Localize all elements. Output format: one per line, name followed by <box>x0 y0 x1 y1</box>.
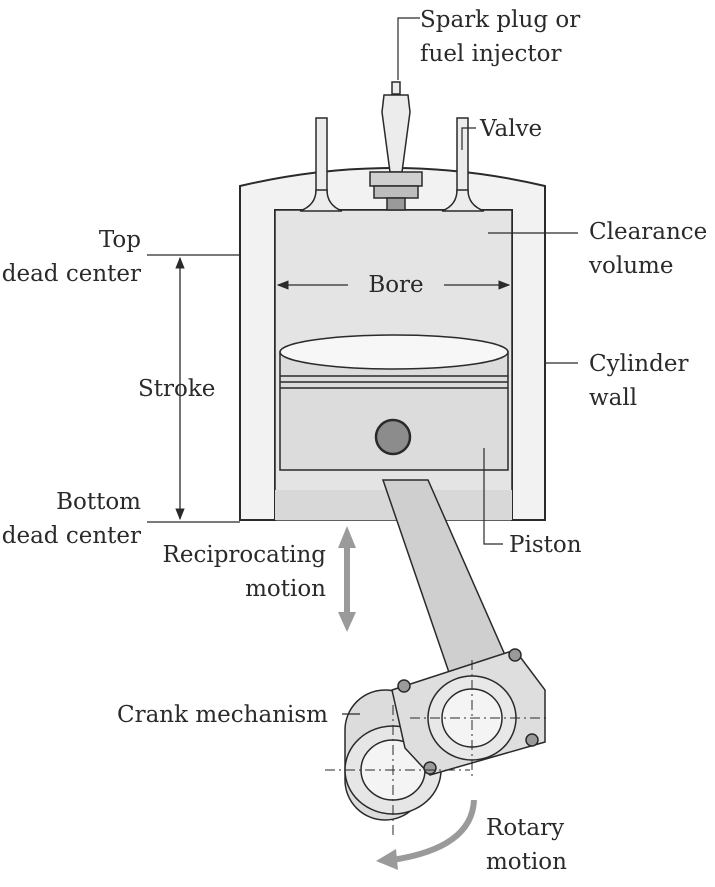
stroke-label: Stroke <box>138 376 216 402</box>
cylinder-block <box>239 167 546 521</box>
clearance-volume-label: Clearance volume <box>589 219 708 279</box>
spark-plug-label: Spark plug or fuel injector <box>420 7 581 67</box>
piston <box>279 334 509 471</box>
valve-label: Valve <box>480 116 543 142</box>
reciprocating-arrow <box>338 526 356 632</box>
bore-label: Bore <box>348 268 444 302</box>
left-valve <box>299 117 343 212</box>
center-lines <box>325 660 550 835</box>
reciprocating-motion-label: Reciprocating motion <box>162 542 326 602</box>
spark-plug <box>369 81 423 211</box>
rod-big-end <box>391 648 546 776</box>
piston-label: Piston <box>509 532 582 558</box>
bottom-dead-center-label: Bottom dead center <box>1 489 141 549</box>
wrist-pin <box>374 418 412 456</box>
rotary-motion-label: Rotary motion <box>486 815 567 875</box>
top-dead-center-label: Top dead center <box>1 227 141 287</box>
leader-lines <box>147 17 578 715</box>
crank-mechanism-label: Crank mechanism <box>117 702 328 728</box>
rotary-arrow-head <box>376 849 398 870</box>
right-valve <box>441 117 485 212</box>
rotary-arrow <box>391 799 477 863</box>
cylinder-wall-label: Cylinder wall <box>589 351 689 411</box>
